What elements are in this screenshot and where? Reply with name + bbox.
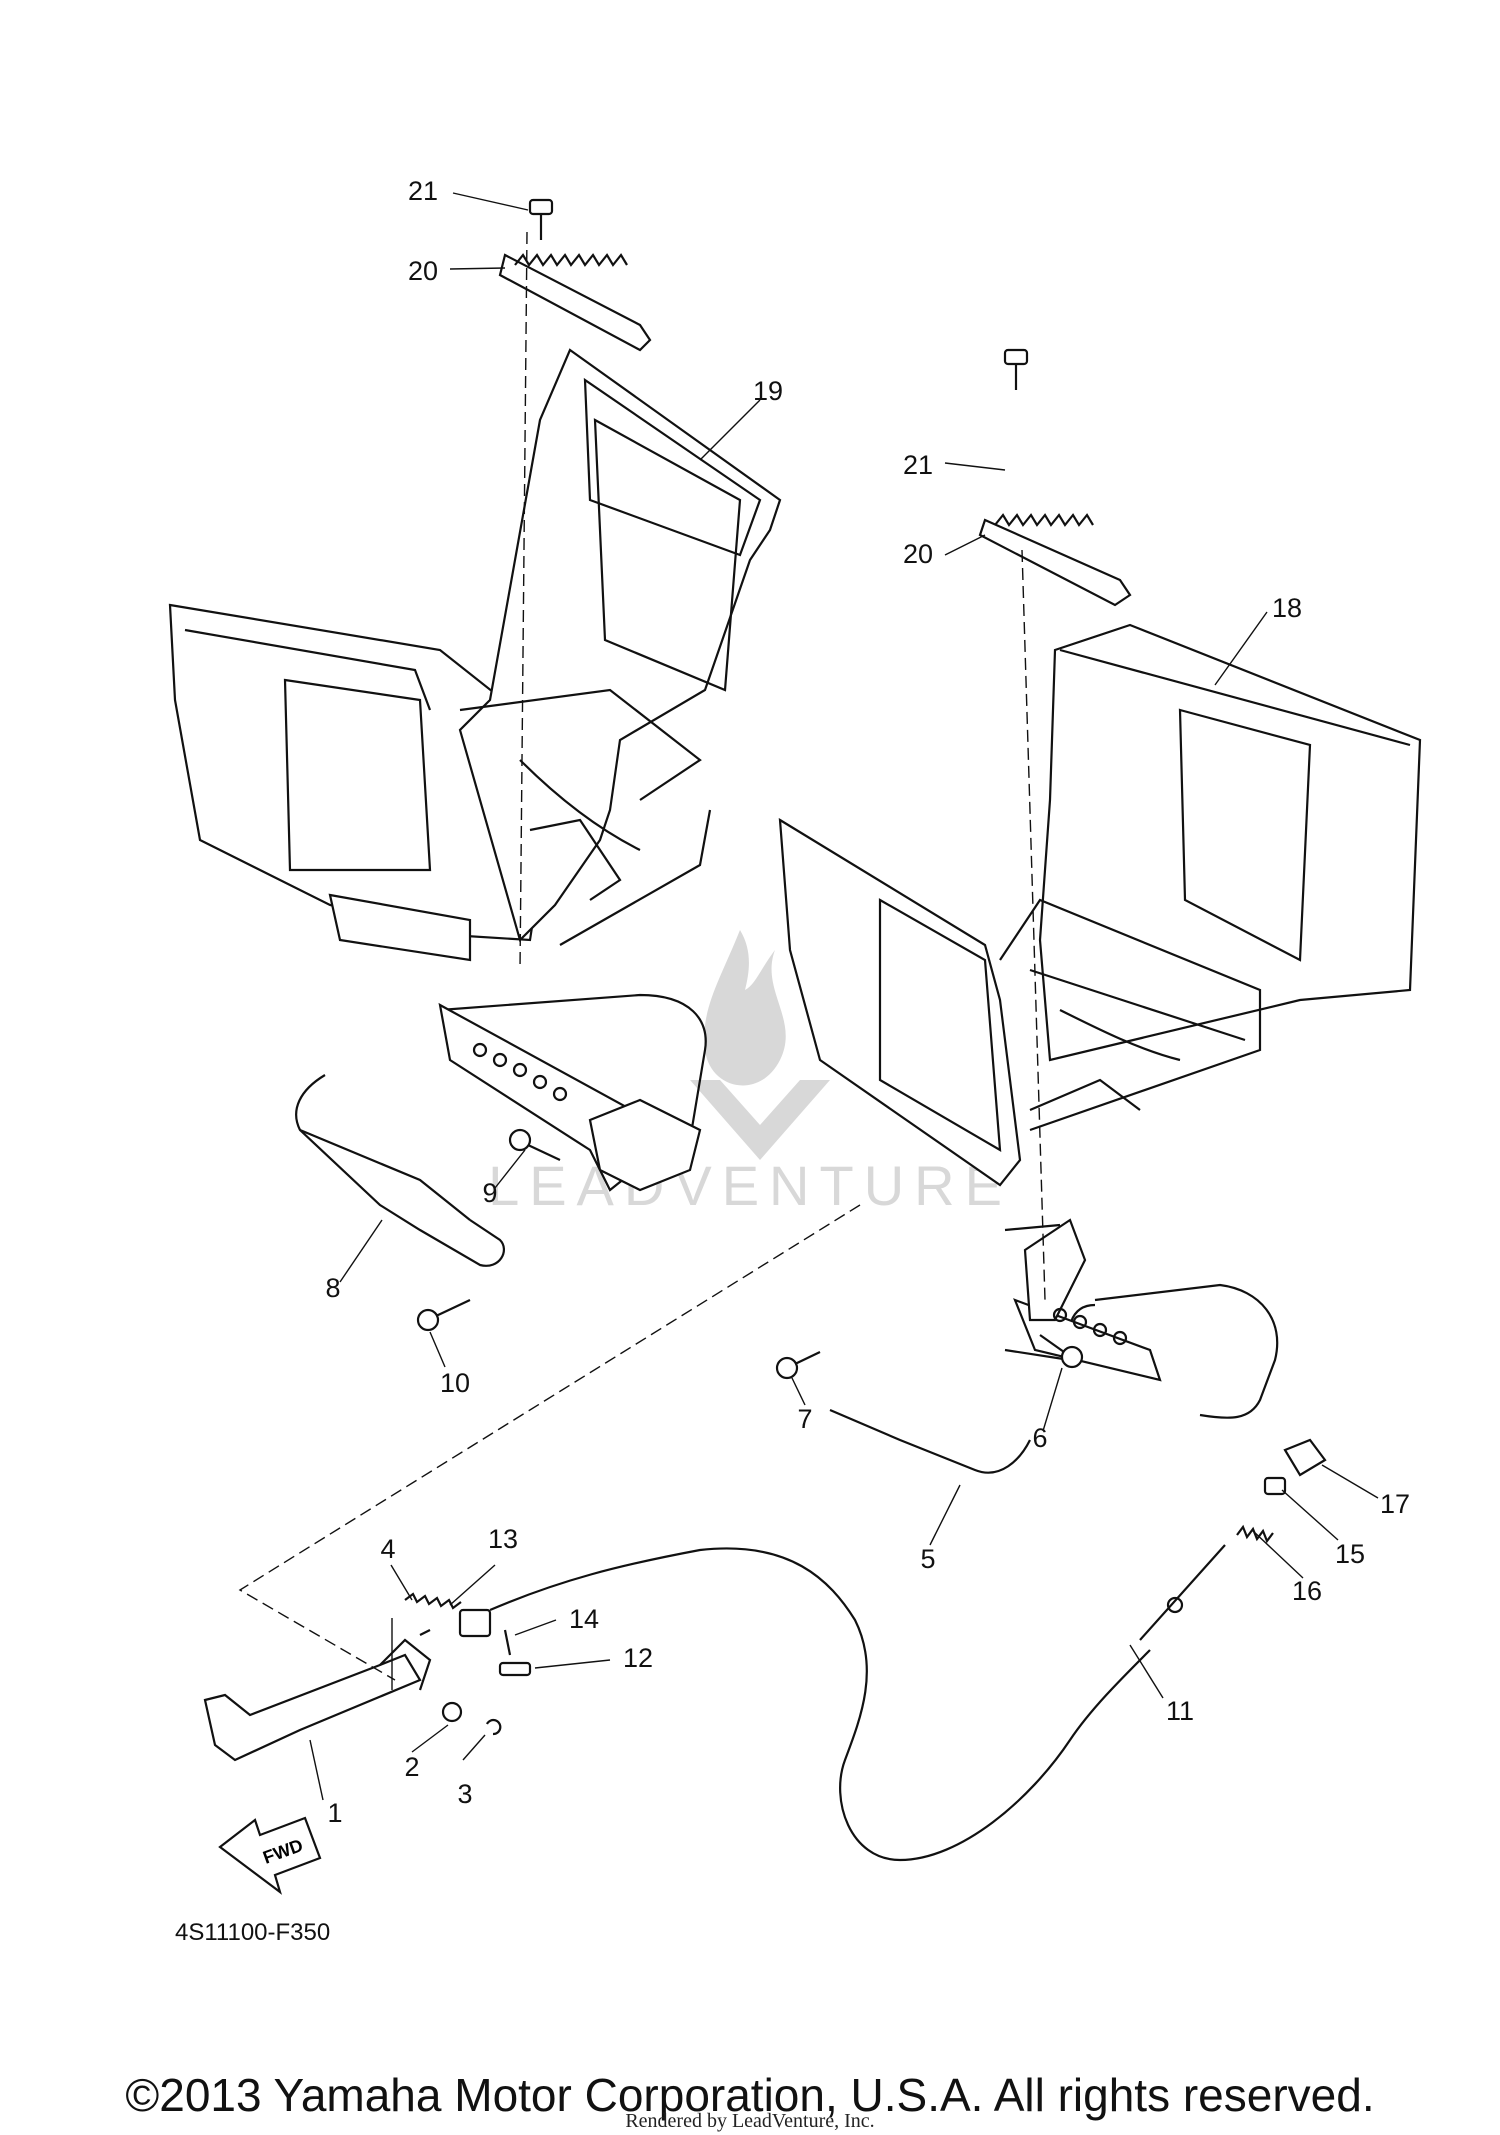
bolt-21-left (528, 198, 554, 240)
callout-4: 4 (380, 1534, 395, 1564)
bolt-7 (775, 1351, 821, 1380)
callout-5: 5 (920, 1544, 935, 1574)
collar-15 (1263, 1476, 1287, 1496)
fwd-arrow: FWD (218, 1816, 322, 1895)
callout-20-right: 20 (903, 539, 933, 569)
left-footrest-bar (295, 993, 707, 1267)
brake-cable (489, 1544, 1226, 1862)
callout-2: 2 (404, 1752, 419, 1782)
callout-16: 16 (1292, 1576, 1322, 1606)
bolt-6 (1039, 1334, 1084, 1369)
callout-10: 10 (440, 1368, 470, 1398)
callout-11: 11 (1166, 1696, 1194, 1726)
reference-lines (238, 192, 1379, 1801)
copyright-notice: ©2013 Yamaha Motor Corporation, U.S.A. A… (125, 2069, 1375, 2121)
callout-17: 17 (1380, 1489, 1410, 1519)
footrest-pad-left (498, 253, 652, 352)
bolt-21-right (1003, 348, 1029, 390)
pin-12 (498, 1661, 532, 1677)
callout-1: 1 (327, 1798, 342, 1828)
watermark-text: LEADVENTURE (488, 1154, 1012, 1217)
callout-20-left: 20 (408, 256, 438, 286)
callout-13: 13 (488, 1524, 518, 1554)
spring-4 (404, 1592, 462, 1610)
leadventure-watermark: LEADVENTURE (488, 930, 1012, 1217)
spring-16 (1236, 1524, 1274, 1544)
callout-19: 19 (753, 376, 783, 406)
callout-18: 18 (1272, 593, 1302, 623)
cable-joint-13 (419, 1608, 492, 1638)
bolt-10 (416, 1299, 471, 1332)
footrest-pad-right (978, 513, 1132, 607)
right-footrest-guard (778, 623, 1422, 1187)
cotter-pin-14 (503, 1629, 512, 1656)
callout-9: 9 (482, 1178, 497, 1208)
callout-21-left: 21 (408, 176, 438, 206)
drawing-code: 4S11100-F350 (175, 1919, 330, 1946)
right-footrest-bar (829, 1218, 1279, 1474)
rendered-by-credit: Rendered by LeadVenture, Inc. (625, 2110, 875, 2132)
bracket-17 (1283, 1438, 1327, 1477)
callout-15: 15 (1335, 1539, 1365, 1569)
callout-7: 7 (797, 1404, 812, 1434)
brake-pedal (203, 1638, 432, 1762)
washer-2 (441, 1701, 463, 1723)
callout-12: 12 (623, 1643, 653, 1673)
bolt-9 (508, 1128, 561, 1161)
clip-3 (486, 1718, 502, 1736)
callout-3: 3 (457, 1779, 472, 1809)
left-footrest-guard (168, 348, 782, 962)
callout-6: 6 (1032, 1423, 1047, 1453)
callout-21-right: 21 (903, 450, 933, 480)
callout-8: 8 (325, 1273, 340, 1303)
callout-14: 14 (569, 1604, 599, 1634)
